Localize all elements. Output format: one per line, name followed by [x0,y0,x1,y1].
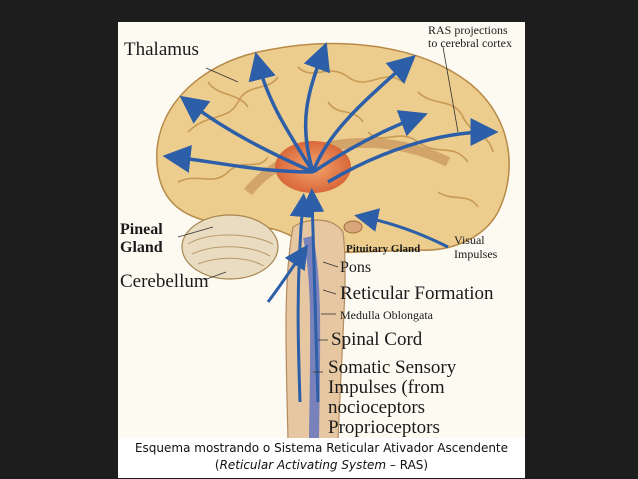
label-visual: Visual [454,233,485,247]
caption-italic: Reticular Activating System [219,458,387,472]
caption-line-2: (Reticular Activating System – RAS) [118,457,525,474]
label-ras-projections-2: to cerebral cortex [428,36,512,50]
label-somatic-2: Impulses (from [328,377,445,398]
label-gland: Gland [120,239,163,256]
label-medulla: Medulla Oblongata [340,308,433,322]
caption-line-1: Esquema mostrando o Sistema Reticular At… [134,441,509,455]
label-pituitary: Pituitary Gland [346,243,421,255]
label-reticular-formation: Reticular Formation [340,283,494,304]
ras-diagram: Thalamus RAS projections to cerebral cor… [118,22,525,440]
label-somatic-3: nocioceptors [328,397,426,418]
label-somatic-4: Proprioceptors [328,417,440,438]
caption-rest: – RAS) [386,458,429,472]
label-pons: Pons [340,259,372,276]
leader-lines [177,46,459,373]
label-impulses: Impulses [454,247,498,261]
label-ras-projections: RAS projections [428,23,508,37]
caption-open-paren: ( [214,458,220,472]
brain-illustration [156,42,510,440]
label-somatic-1: Somatic Sensory [328,357,457,378]
label-pineal: Pineal [120,221,163,238]
figure-caption: Esquema mostrando o Sistema Reticular At… [118,438,525,478]
ras-projection-arrows [162,42,499,184]
label-cerebellum: Cerebellum [120,271,209,292]
label-thalamus: Thalamus [124,39,199,60]
label-spinal-cord: Spinal Cord [331,329,423,350]
